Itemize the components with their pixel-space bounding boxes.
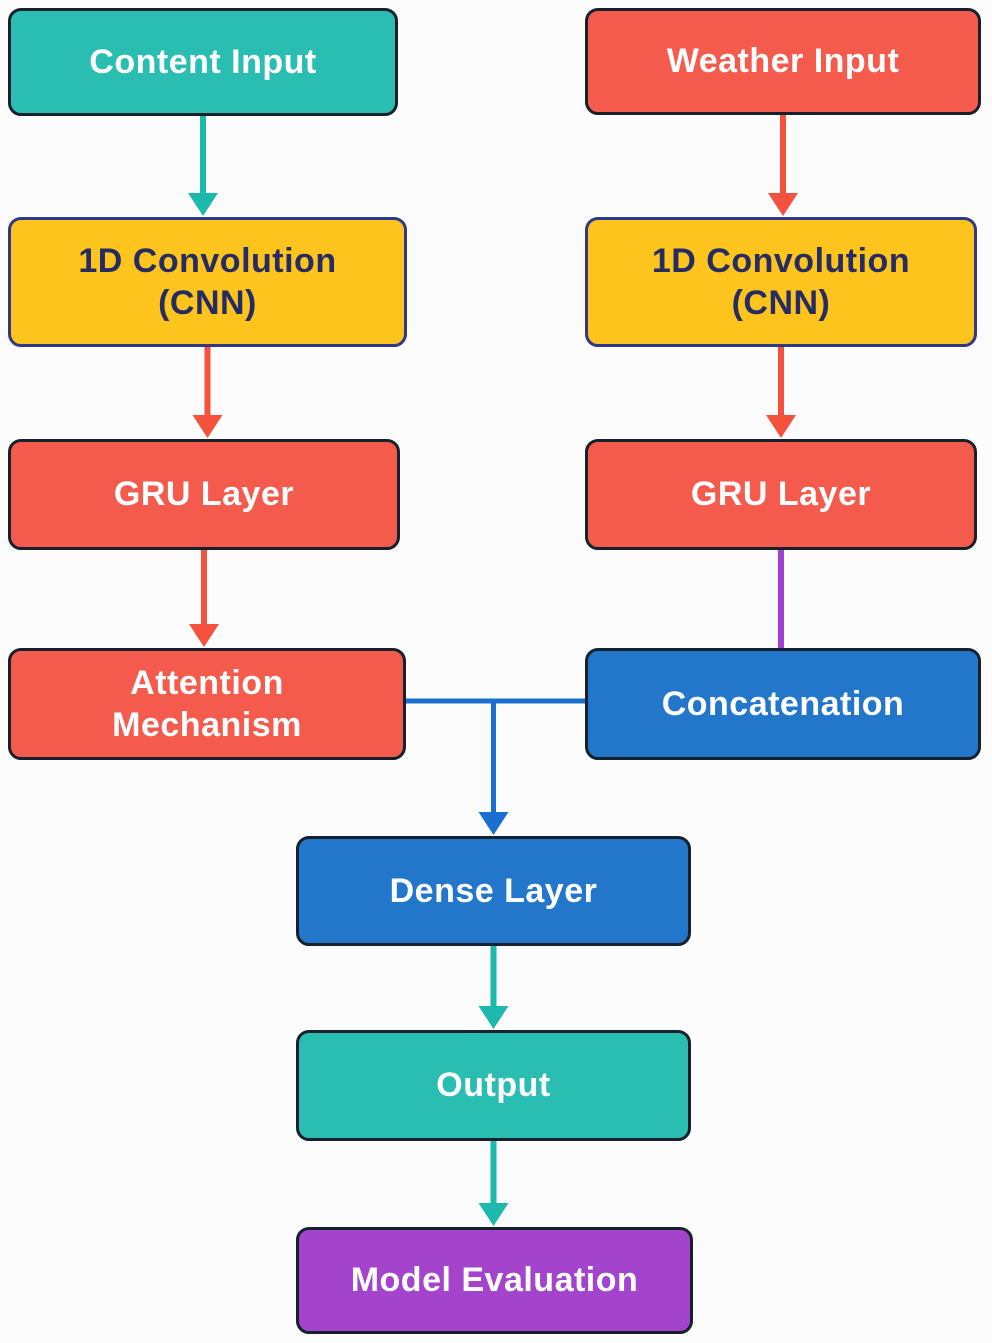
node-content-input-label: Content Input xyxy=(89,42,317,81)
node-concatenation-label: Concatenation xyxy=(661,684,905,723)
node-gru-layer-weather-label: GRU Layer xyxy=(690,475,872,514)
node-concatenation: Concatenation xyxy=(585,648,981,760)
node-1d-convolution-weather-label: 1D Convolution (CNN) xyxy=(651,241,911,323)
node-1d-convolution-weather: 1D Convolution (CNN) xyxy=(585,217,977,347)
node-weather-input: Weather Input xyxy=(585,8,981,115)
node-model-evaluation: Model Evaluation xyxy=(296,1227,693,1334)
node-dense-layer-label: Dense Layer xyxy=(389,871,598,910)
node-gru-layer-content-label: GRU Layer xyxy=(113,475,295,514)
node-output: Output xyxy=(296,1030,691,1141)
node-gru-layer-weather: GRU Layer xyxy=(585,439,977,550)
node-1d-convolution-content: 1D Convolution (CNN) xyxy=(8,217,407,347)
node-attention-mechanism: Attention Mechanism xyxy=(8,648,406,760)
node-gru-layer-content: GRU Layer xyxy=(8,439,400,550)
node-weather-input-label: Weather Input xyxy=(666,42,900,81)
node-dense-layer: Dense Layer xyxy=(296,836,691,946)
node-output-label: Output xyxy=(436,1066,551,1105)
node-content-input: Content Input xyxy=(8,8,398,116)
node-model-evaluation-label: Model Evaluation xyxy=(350,1261,639,1300)
node-1d-convolution-content-label: 1D Convolution (CNN) xyxy=(78,241,337,323)
node-attention-mechanism-label: Attention Mechanism xyxy=(112,663,302,745)
